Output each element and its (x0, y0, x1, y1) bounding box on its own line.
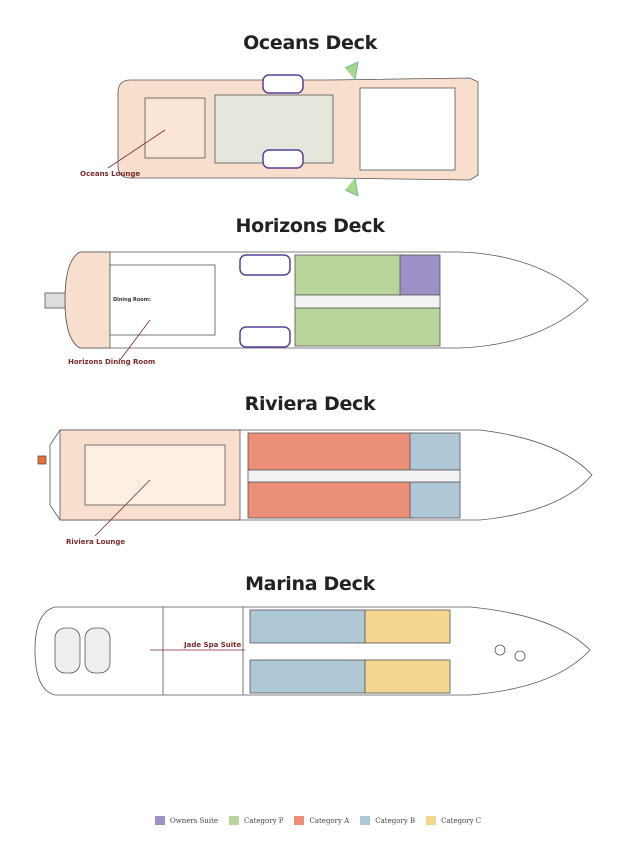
legend-category-b: Category B (360, 816, 415, 825)
riviera-deck-plan (37, 429, 593, 537)
legend-category-p: Category P (229, 816, 283, 825)
oceans-lounge-label: Oceans Lounge (80, 170, 141, 178)
category-c-swatch (426, 816, 437, 825)
oceans-deck-title: Oceans Deck (243, 32, 377, 54)
legend-label: Category B (375, 816, 416, 825)
horizons-deck-title: Horizons Deck (235, 215, 385, 237)
legend-category-a: Category A (294, 816, 349, 825)
legend-label: Category P (244, 816, 284, 825)
legend-category-c: Category C (426, 816, 481, 825)
category-b-swatch (360, 816, 371, 825)
legend-owners-suite: Owners Suite (155, 816, 218, 825)
owners-suite-swatch (155, 816, 165, 825)
marina-deck-plan (34, 606, 591, 696)
jade-spa-suite-label: Jade Spa Suite (184, 641, 242, 649)
legend-label: Owners Suite (170, 816, 219, 825)
horizons-deck-plan (44, 251, 589, 361)
legend-label: Category A (309, 816, 350, 825)
marina-deck-title: Marina Deck (245, 573, 375, 595)
riviera-deck-title: Riviera Deck (244, 393, 376, 415)
category-p-swatch (229, 816, 240, 825)
legend: Owners Suite Category P Category A Categ… (155, 816, 481, 825)
dining-room-inner-label: Dining Room: (113, 297, 151, 303)
horizons-dining-room-label: Horizons Dining Room (68, 358, 156, 366)
legend-label: Category C (441, 816, 482, 825)
category-a-swatch (294, 816, 305, 825)
riviera-lounge-label: Riviera Lounge (66, 538, 126, 546)
oceans-deck-plan (107, 61, 479, 197)
